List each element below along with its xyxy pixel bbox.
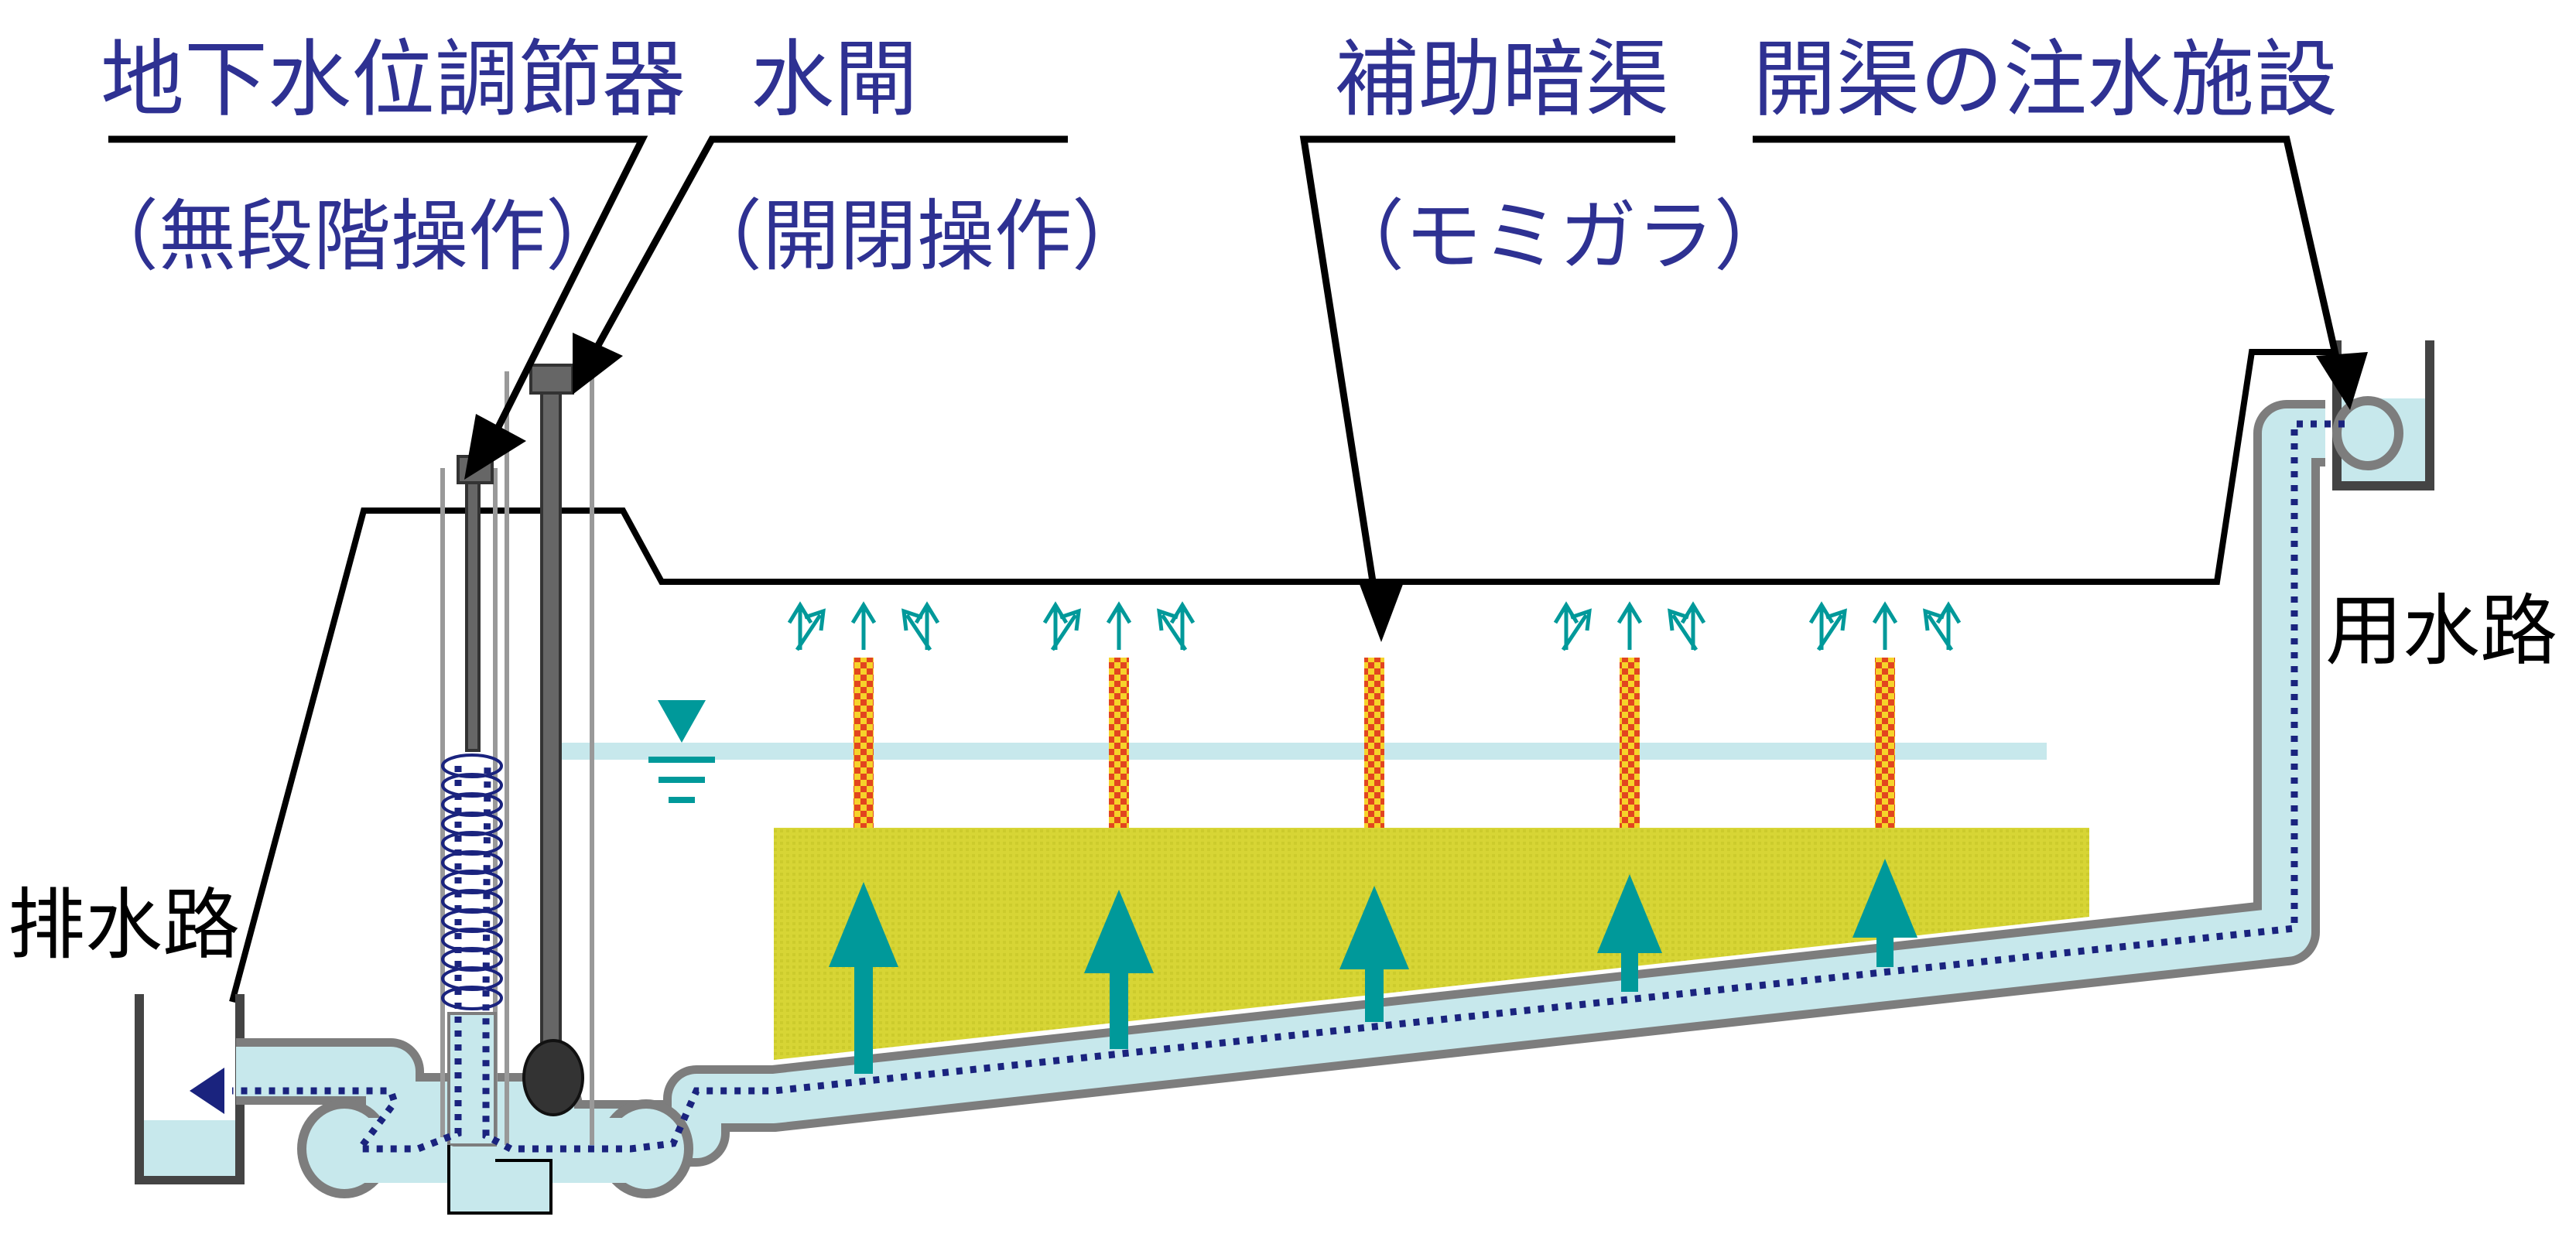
rice-husk-column: [1364, 658, 1384, 828]
flow-path: [232, 420, 2345, 1153]
soil-layer: [774, 828, 2089, 1060]
up-arrow-icon: [1852, 859, 1917, 967]
leader-sluice: [585, 135, 1068, 366]
label-aux-drain-note: （モミガラ）: [1327, 191, 1791, 282]
rice-husk-column: [1109, 658, 1129, 828]
pipe-inlet-end: [2332, 396, 2403, 470]
irrigation-canal-box: [2332, 340, 2434, 490]
water-level-icon: [648, 700, 715, 803]
label-sluice: 水閘: [751, 32, 918, 128]
label-aux-drain: 補助暗渠: [1335, 32, 1669, 128]
rice-husk-column: [1875, 658, 1895, 828]
water-table-line: [557, 743, 2047, 760]
up-arrow-icon: [829, 882, 898, 1074]
flow-arrow-icon: [190, 1068, 224, 1114]
label-sluice-note: （開閉操作）: [685, 191, 1149, 282]
label-inlet: 開渠の注水施設: [1753, 32, 2338, 128]
label-gw-controller-note: （無段階操作）: [81, 191, 623, 282]
up-arrow-icon: [787, 601, 940, 651]
sluice-gate-device: [505, 364, 594, 1145]
up-arrow-icon: [1084, 890, 1154, 1049]
rice-husk-column: [1620, 658, 1640, 828]
big-up-arrows: [829, 859, 1917, 1074]
up-arrow-icon: [1808, 601, 1962, 651]
leader-arrowheads: [464, 333, 2368, 642]
leader-gw-controller: [108, 135, 648, 436]
leader-inlet: [1753, 135, 2349, 395]
rice-husk-column: [854, 658, 874, 828]
label-gw-controller: 地下水位調節器: [101, 32, 686, 128]
label-drainage-canal: 排水路: [8, 880, 240, 970]
sluice-valve: [522, 1039, 584, 1116]
small-up-arrows: [787, 601, 1962, 651]
leader-lines: [108, 135, 2349, 612]
ground-surface: [229, 349, 2337, 1003]
drainage-canal-water: [144, 1120, 235, 1176]
label-irrigation-canal: 用水路: [2325, 586, 2557, 676]
up-arrow-icon: [1553, 601, 1706, 651]
leader-aux-drain: [1299, 135, 1675, 612]
coil-icon: [441, 754, 503, 1010]
up-arrow-icon: [1597, 874, 1662, 992]
rice-husk-columns: [854, 658, 1895, 828]
up-arrow-icon: [1339, 886, 1409, 1022]
up-arrow-icon: [1042, 601, 1196, 651]
